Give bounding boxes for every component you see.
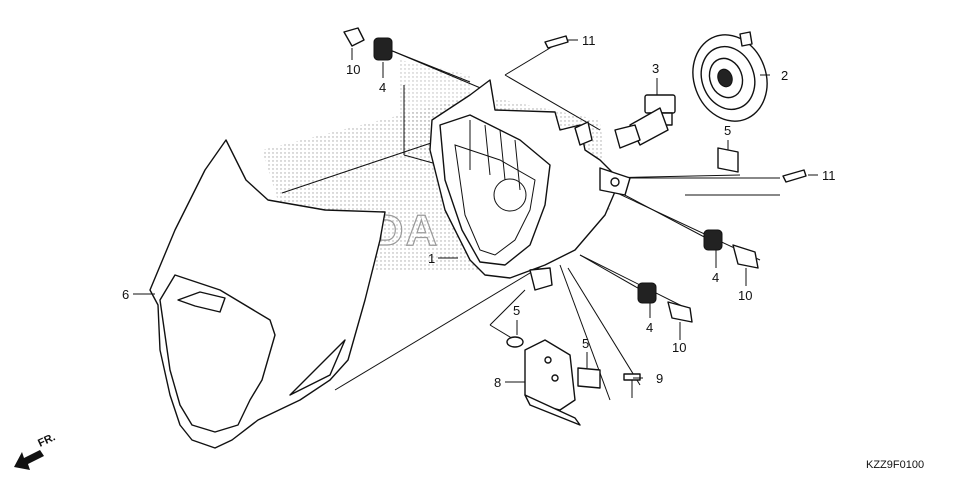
callout-1: 1 xyxy=(428,251,435,266)
callout-labels: 1 2 3 4 4 4 5 5 5 6 8 9 10 10 10 11 11 xyxy=(122,33,836,390)
front-direction-indicator: FR. xyxy=(14,431,57,470)
callout-4c: 4 xyxy=(646,320,653,335)
front-arrow-icon xyxy=(14,450,44,470)
callout-2: 2 xyxy=(781,68,788,83)
callout-9: 9 xyxy=(656,371,663,386)
callout-6: 6 xyxy=(122,287,129,302)
screw-parts xyxy=(544,35,807,183)
callout-4b: 4 xyxy=(712,270,719,285)
grommet-parts xyxy=(373,37,723,304)
collar-parts xyxy=(506,147,739,389)
diagram-code: KZZ9F0100 xyxy=(866,459,924,471)
callout-5a: 5 xyxy=(724,123,731,138)
callout-10b: 10 xyxy=(738,288,752,303)
callout-10a: 10 xyxy=(346,62,360,77)
headlight-unit xyxy=(429,79,631,291)
bolt-parts xyxy=(343,27,759,323)
headlight-bulb xyxy=(614,94,676,149)
callout-3: 3 xyxy=(652,61,659,76)
callout-11b: 11 xyxy=(822,168,836,183)
dust-cover xyxy=(692,31,768,122)
callout-5c: 5 xyxy=(582,336,589,351)
callout-11a: 11 xyxy=(582,33,596,48)
mounting-bracket xyxy=(524,339,581,426)
callout-8: 8 xyxy=(494,375,501,390)
headlight-cowl xyxy=(149,139,386,449)
callout-10c: 10 xyxy=(672,340,686,355)
callout-leaders xyxy=(133,39,818,383)
direction-label: FR. xyxy=(36,431,57,449)
callout-5b: 5 xyxy=(513,303,520,318)
callout-4a: 4 xyxy=(379,80,386,95)
